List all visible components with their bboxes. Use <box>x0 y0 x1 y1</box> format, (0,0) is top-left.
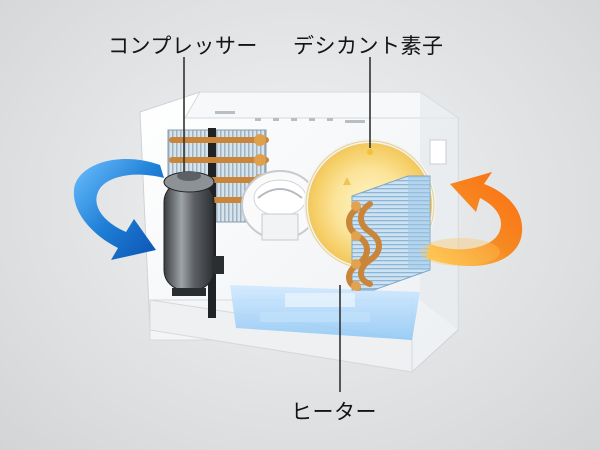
heater-label: ヒーター <box>291 400 377 424</box>
orange-curved-arrow-icon <box>420 172 523 266</box>
water-tank <box>230 285 420 340</box>
leader-lines <box>183 57 371 392</box>
evaporator-coil <box>346 175 431 291</box>
desiccant-marker <box>367 149 373 155</box>
fan <box>241 170 319 241</box>
compressor <box>163 171 224 296</box>
blue-curved-arrow-icon <box>73 159 164 260</box>
compressor-label: コンプレッサー <box>108 34 258 58</box>
desiccant-label: デシカント素子 <box>293 34 444 58</box>
control-panel <box>215 111 365 123</box>
